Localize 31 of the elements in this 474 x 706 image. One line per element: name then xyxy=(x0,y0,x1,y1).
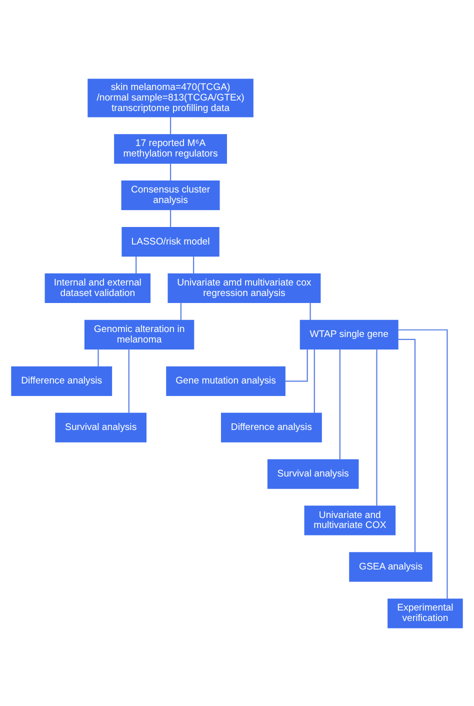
node-box: Internal and external dataset validation xyxy=(44,272,150,303)
node-box: LASSO/risk model xyxy=(122,226,220,256)
connector xyxy=(285,348,308,382)
connector xyxy=(314,348,315,412)
node-box: Genomic alteration in melanoma xyxy=(84,319,194,349)
connector xyxy=(170,116,172,134)
node-box: WTAP single gene xyxy=(300,319,398,349)
connector xyxy=(310,302,311,320)
connector xyxy=(376,348,378,506)
node-box: Gene mutation analysis xyxy=(166,366,286,396)
connector xyxy=(180,302,182,320)
connector xyxy=(128,348,130,412)
connector xyxy=(136,256,137,274)
connector xyxy=(170,162,172,180)
node-box: GSEA analysis xyxy=(349,552,432,582)
node-box: skin melanoma=470(TCGA) /normal sample=813(TCGA/GTEx) transcriptome profilling data xyxy=(88,78,254,117)
node-box: Experimental verification xyxy=(388,598,463,628)
connector xyxy=(339,348,340,460)
node-box: Consensus cluster analysis xyxy=(121,180,220,210)
connector xyxy=(98,348,99,366)
connector xyxy=(398,328,448,598)
node-box: Survival analysis xyxy=(267,458,359,488)
node-box: Difference analysis xyxy=(11,366,112,396)
node-box: Univariate amd multivariate cox regression analysis xyxy=(168,272,321,303)
node-box: 17 reported M⁶A methylation regulators xyxy=(114,134,227,164)
node-box: Difference analysis xyxy=(220,412,322,442)
node-box: Univariate and multivariate COX xyxy=(304,505,396,535)
connector xyxy=(193,256,194,274)
connector xyxy=(398,338,416,552)
connector xyxy=(170,209,172,227)
node-box: Survival analysis xyxy=(55,412,146,442)
